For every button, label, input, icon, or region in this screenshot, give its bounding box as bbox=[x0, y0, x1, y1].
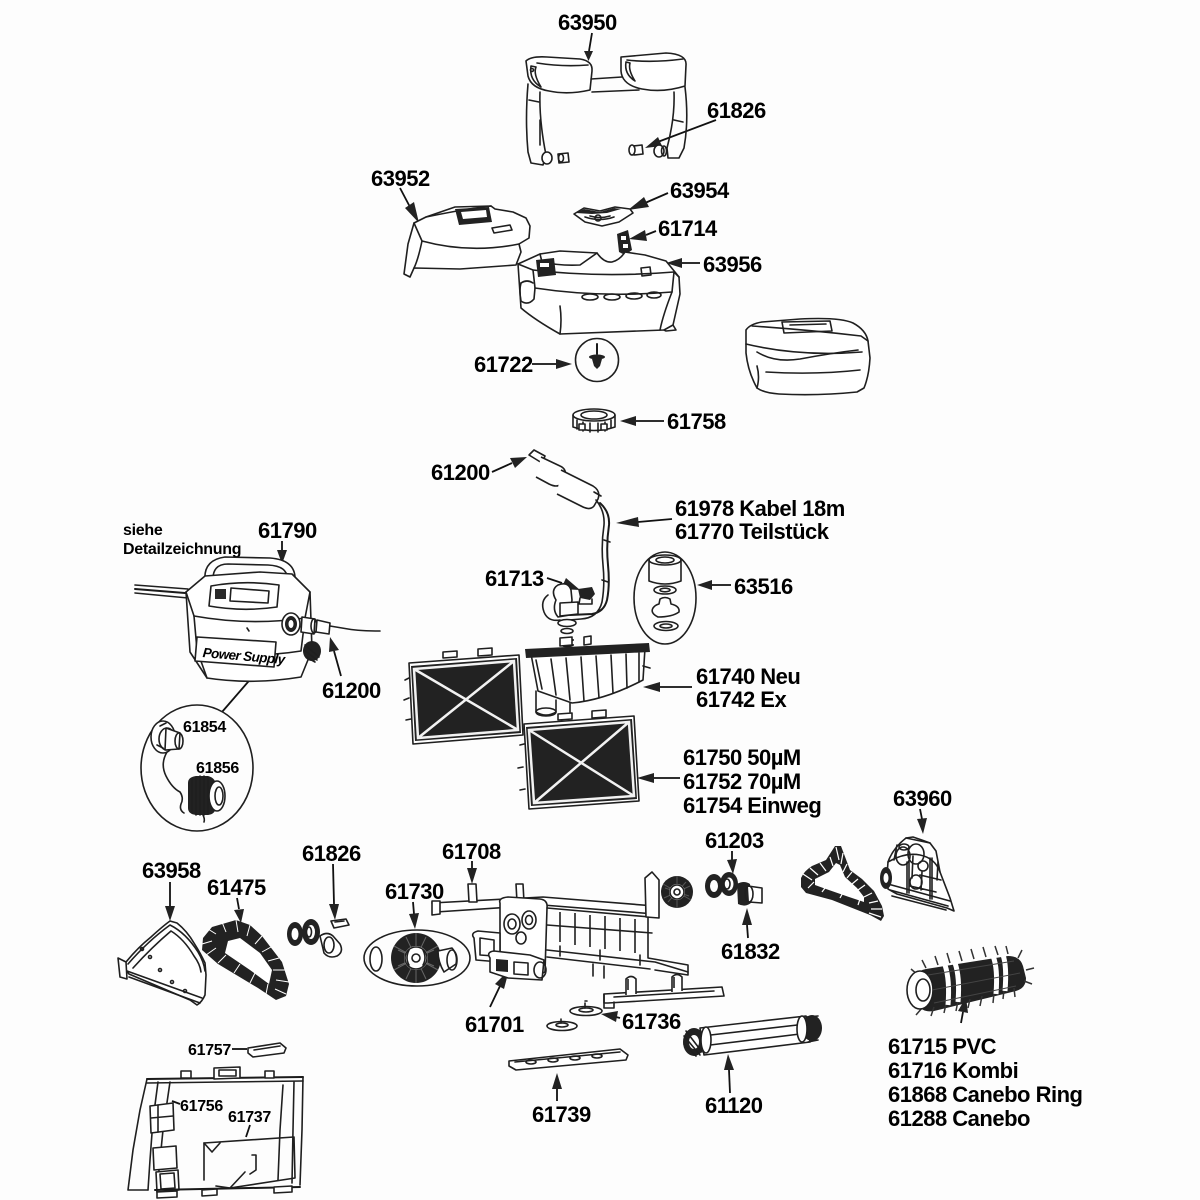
svg-text:61737: 61737 bbox=[228, 1109, 271, 1126]
svg-text:61722: 61722 bbox=[474, 352, 533, 377]
svg-text:61708: 61708 bbox=[442, 839, 501, 864]
svg-text:61120: 61120 bbox=[705, 1093, 763, 1118]
svg-text:61826: 61826 bbox=[302, 841, 361, 866]
svg-text:61868 Canebo Ring: 61868 Canebo Ring bbox=[888, 1082, 1082, 1107]
svg-text:61756: 61756 bbox=[180, 1098, 223, 1115]
svg-text:63950: 63950 bbox=[558, 10, 617, 35]
svg-text:61475: 61475 bbox=[207, 875, 266, 900]
svg-text:61752 70µM: 61752 70µM bbox=[683, 769, 801, 794]
svg-text:61200: 61200 bbox=[322, 678, 381, 703]
svg-text:61854: 61854 bbox=[183, 719, 226, 736]
svg-text:siehe: siehe bbox=[123, 522, 163, 539]
svg-text:61203: 61203 bbox=[705, 828, 764, 853]
svg-text:61856: 61856 bbox=[196, 760, 239, 777]
svg-text:63516: 63516 bbox=[734, 574, 793, 599]
svg-text:61758: 61758 bbox=[667, 409, 726, 434]
svg-text:Power Supply: Power Supply bbox=[202, 645, 287, 667]
svg-text:61750 50µM: 61750 50µM bbox=[683, 745, 801, 770]
svg-text:61757: 61757 bbox=[188, 1042, 231, 1059]
svg-text:61978 Kabel 18m: 61978 Kabel 18m bbox=[675, 496, 845, 521]
svg-text:61715 PVC: 61715 PVC bbox=[888, 1034, 997, 1059]
svg-text:63960: 63960 bbox=[893, 786, 952, 811]
svg-text:61716 Kombi: 61716 Kombi bbox=[888, 1058, 1018, 1083]
svg-text:61742 Ex: 61742 Ex bbox=[696, 687, 787, 712]
svg-text:63956: 63956 bbox=[703, 252, 762, 277]
svg-text:63958: 63958 bbox=[142, 858, 201, 883]
svg-text:61288 Canebo: 61288 Canebo bbox=[888, 1106, 1030, 1131]
svg-text:61713: 61713 bbox=[485, 566, 544, 591]
svg-text:61770 Teilstück: 61770 Teilstück bbox=[675, 519, 830, 544]
svg-text:61740 Neu: 61740 Neu bbox=[696, 664, 800, 689]
svg-text:61739: 61739 bbox=[532, 1102, 591, 1127]
svg-text:61790: 61790 bbox=[258, 518, 317, 543]
svg-text:61736: 61736 bbox=[622, 1009, 681, 1034]
svg-text:61701: 61701 bbox=[465, 1012, 524, 1037]
svg-text:61730: 61730 bbox=[385, 879, 444, 904]
svg-text:61754 Einweg: 61754 Einweg bbox=[683, 793, 821, 818]
svg-text:61832: 61832 bbox=[721, 939, 780, 964]
svg-text:61826: 61826 bbox=[707, 98, 766, 123]
svg-text:61714: 61714 bbox=[658, 216, 718, 241]
svg-text:63952: 63952 bbox=[371, 166, 430, 191]
svg-text:Detailzeichnung: Detailzeichnung bbox=[123, 541, 241, 558]
svg-text:63954: 63954 bbox=[670, 178, 730, 203]
svg-text:61200: 61200 bbox=[431, 460, 490, 485]
